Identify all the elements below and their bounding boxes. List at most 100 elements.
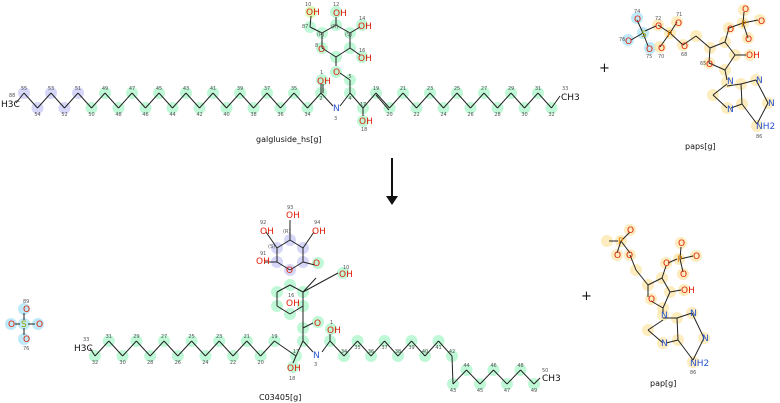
methyl-label: CH3	[561, 93, 580, 103]
bond	[289, 284, 304, 293]
hydroxyl-label: OH	[333, 9, 347, 19]
atom-number: 68	[681, 52, 687, 58]
bond	[647, 277, 663, 286]
bond	[295, 340, 304, 357]
bond	[23, 92, 38, 109]
bond	[524, 92, 539, 109]
atom-number: 87	[302, 24, 308, 30]
bond	[724, 54, 736, 71]
atom-number: 50	[88, 112, 94, 118]
bond	[349, 26, 361, 34]
nitrogen-label: N	[690, 309, 697, 319]
nitrogen-label: N	[661, 311, 668, 321]
ring-oxygen-label: O	[286, 266, 293, 276]
atom-number: 10	[343, 265, 349, 271]
bond	[520, 369, 535, 385]
atom-highlight	[660, 257, 672, 269]
bond	[724, 69, 728, 81]
bond	[438, 340, 453, 357]
bond	[742, 19, 759, 24]
atom-number: 44	[463, 363, 469, 369]
atom-number: 1	[330, 320, 333, 326]
atom-number: 41	[210, 86, 216, 92]
bond	[650, 300, 664, 309]
atom-number: 36	[368, 349, 374, 355]
atom-number: 20	[386, 112, 392, 118]
atom-number: 23	[427, 86, 433, 92]
bond	[497, 92, 512, 109]
bond	[185, 92, 200, 109]
bond	[533, 377, 541, 385]
oxygen-label: O	[675, 19, 682, 29]
atom-number: 5	[348, 74, 351, 80]
bond	[724, 41, 736, 56]
atom-number: 49	[531, 388, 537, 394]
atom-highlight	[330, 66, 342, 78]
bond	[642, 32, 649, 47]
bond	[466, 369, 481, 385]
bond	[77, 92, 92, 109]
ether-oxygen-label: O	[333, 68, 340, 78]
bond	[302, 340, 314, 353]
bond	[635, 269, 649, 286]
bond	[335, 24, 351, 34]
atom-number: 42	[196, 112, 202, 118]
bond	[679, 258, 684, 273]
atom-number: 24	[440, 112, 446, 118]
atom-number: 25	[454, 86, 460, 92]
bond	[742, 22, 749, 39]
oxygen-label: O	[646, 45, 653, 55]
bond	[246, 340, 261, 357]
atom-number: 86	[690, 370, 696, 376]
atom-highlight	[744, 49, 756, 61]
hydroxyl-label: OH	[358, 22, 372, 32]
ether-oxygen-label: O	[314, 319, 321, 329]
bond	[667, 258, 678, 264]
atom-number: 2	[319, 96, 322, 102]
nitrogen-label: N	[333, 104, 340, 114]
atom-number: 28	[147, 360, 153, 366]
stereo-label: (R)	[331, 24, 338, 30]
bond	[620, 231, 631, 242]
molecule-name-c03405: C03405[g]	[259, 393, 301, 402]
atom-number: 76	[619, 37, 625, 43]
bond	[724, 27, 730, 43]
atom-highlight	[305, 6, 317, 18]
sulfur-label: S	[641, 30, 647, 40]
nitrogen-label: N	[313, 351, 320, 361]
phosphorus-label: P	[618, 237, 624, 247]
hydroxyl-label: OH	[339, 270, 353, 280]
atom-number: 42	[449, 349, 455, 355]
atom-number: 91	[260, 251, 266, 257]
oxygen-label: O	[23, 335, 30, 345]
bond	[302, 231, 315, 249]
atom-number: 25	[188, 334, 194, 340]
bond	[712, 94, 728, 109]
bond	[756, 102, 769, 125]
atom-number: 1	[320, 70, 323, 76]
nitrogen-label: N	[702, 334, 709, 344]
atom-highlight	[5, 318, 17, 330]
atom-number: 21	[244, 334, 250, 340]
bond	[335, 47, 351, 58]
atom-number: 53	[48, 86, 54, 92]
atom-number: 29	[508, 86, 514, 92]
bond	[321, 47, 337, 58]
nitrogen-label: N	[661, 339, 668, 349]
atom-number: 89	[23, 299, 29, 305]
bond	[122, 340, 137, 357]
atom-highlight	[675, 237, 687, 249]
bond	[679, 246, 682, 260]
methyl-label: CH3	[542, 374, 561, 384]
bond	[199, 92, 214, 109]
methyl-label: H3C	[1, 100, 20, 110]
atom-number: 86	[756, 134, 762, 140]
bond	[483, 92, 498, 109]
oxygen-label: O	[627, 226, 634, 236]
atom-number: 24	[202, 360, 208, 366]
bond	[691, 312, 705, 339]
atom-number: 30	[521, 112, 527, 118]
atom-highlight	[18, 318, 30, 330]
atom-highlight	[611, 249, 623, 261]
